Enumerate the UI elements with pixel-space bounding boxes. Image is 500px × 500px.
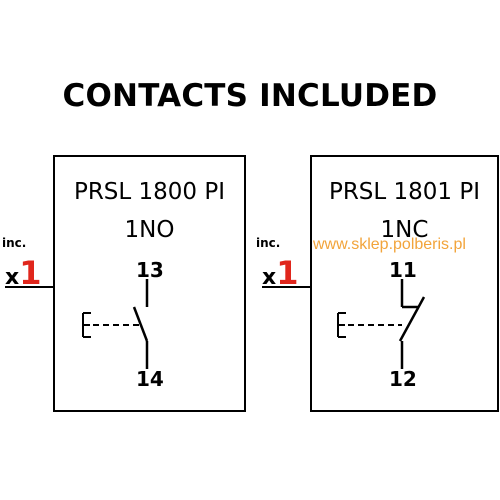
included-label-no: inc. <box>2 236 27 250</box>
normally-open-contact-symbol <box>82 279 149 369</box>
quantity-no: x1 <box>5 254 41 292</box>
lead-line-nc <box>262 286 311 288</box>
quantity-prefix: x <box>5 265 20 290</box>
page-title: CONTACTS INCLUDED <box>62 78 438 114</box>
normally-closed-contact-symbol <box>337 279 426 369</box>
contact-type-label: 1NO <box>124 217 175 243</box>
website-watermark: www.sklep.polberis.pl <box>313 236 466 253</box>
contact-type-label: 1NC <box>380 217 429 243</box>
terminal-top-no: 13 <box>136 258 164 282</box>
quantity-value: 1 <box>19 254 42 292</box>
contact-block-nc: PRSL 1801 PI 1NC <box>310 155 499 412</box>
terminal-bottom-nc: 12 <box>389 367 417 391</box>
model-label: PRSL 1801 PI <box>328 179 481 205</box>
included-label-nc: inc. <box>256 236 281 250</box>
symbol-switch-blade <box>132 306 149 342</box>
terminal-bottom-no: 14 <box>136 367 164 391</box>
symbol-switch-blade <box>398 296 426 342</box>
quantity-prefix: x <box>262 265 277 290</box>
quantity-nc: x1 <box>262 254 298 292</box>
lead-line-no <box>5 286 54 288</box>
terminal-top-nc: 11 <box>389 258 417 282</box>
model-label: PRSL 1800 PI <box>73 179 226 205</box>
quantity-value: 1 <box>276 254 299 292</box>
contact-block-no: PRSL 1800 PI 1NO <box>53 155 246 412</box>
